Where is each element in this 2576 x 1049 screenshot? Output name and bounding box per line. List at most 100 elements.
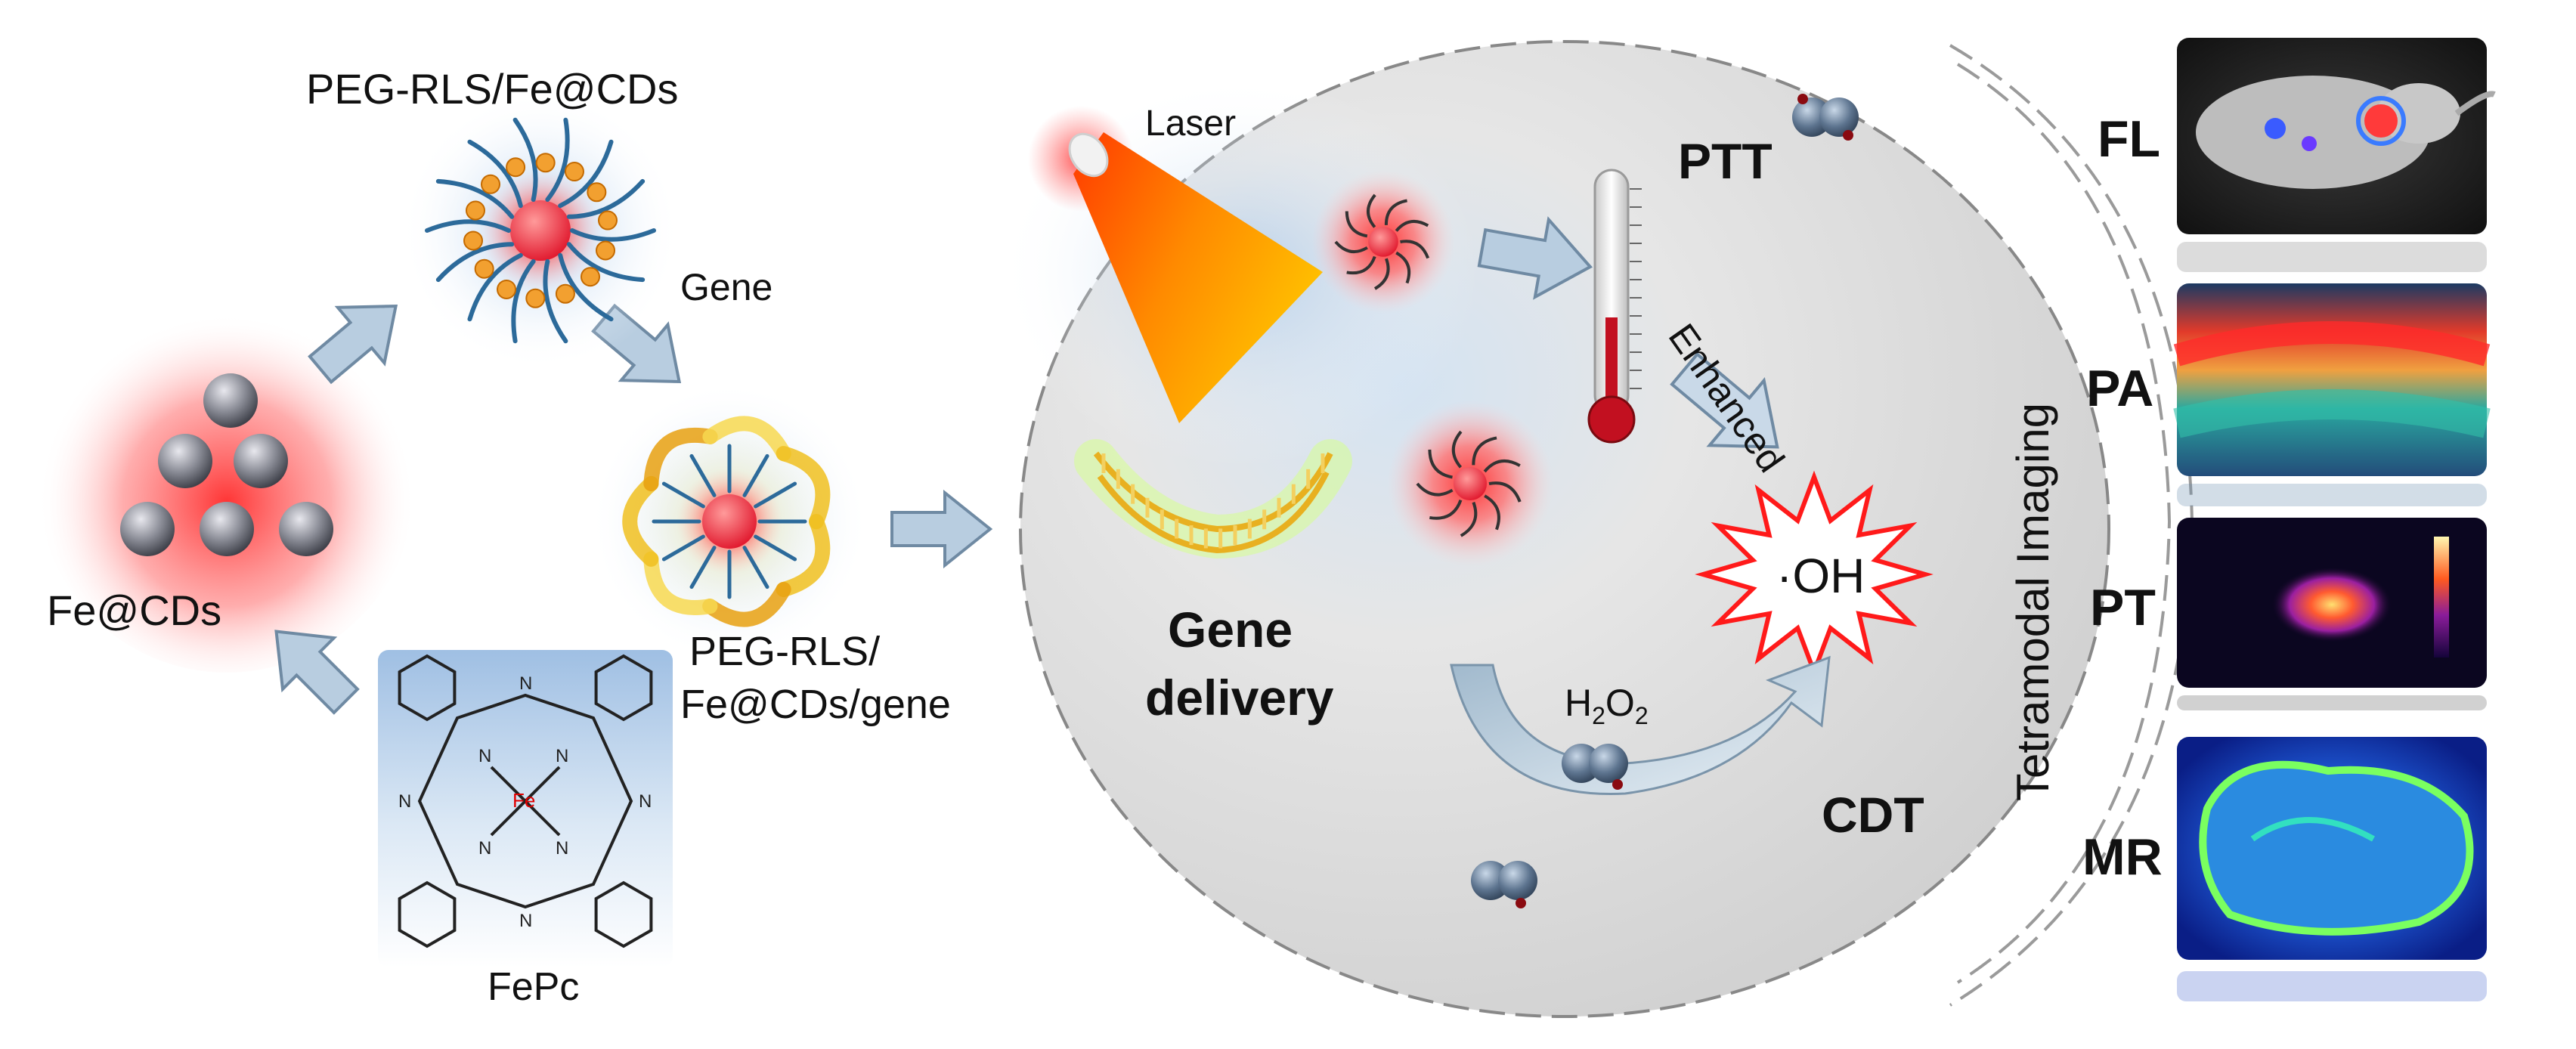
fe-cds-cluster bbox=[38, 295, 416, 673]
np-arm bbox=[1373, 258, 1390, 290]
np-arm bbox=[1400, 240, 1430, 259]
peg-chain bbox=[558, 139, 614, 209]
benzo-ring bbox=[398, 880, 457, 948]
macrocycle bbox=[417, 693, 633, 909]
fe-cd-ball bbox=[279, 502, 333, 556]
fe-cd-ball bbox=[234, 434, 288, 488]
h2o2-sub1: 2 bbox=[1592, 702, 1605, 729]
nitrogen-label: N bbox=[639, 791, 652, 812]
fe-dot bbox=[463, 231, 484, 251]
peg-rls-fe-cds-gene-particle bbox=[590, 382, 869, 661]
h2o2-sub2: 2 bbox=[1634, 702, 1649, 729]
fe-dot bbox=[497, 279, 517, 299]
np-arm bbox=[1428, 449, 1453, 479]
nitrogen-label: N bbox=[556, 746, 568, 766]
nanoparticle-near-laser bbox=[1311, 170, 1455, 314]
np-arm bbox=[1345, 211, 1368, 238]
label-oh: ·OH bbox=[1776, 549, 1865, 603]
peg-chain bbox=[742, 453, 769, 497]
peg-chain bbox=[661, 534, 705, 562]
label-h2o2: H2O2 bbox=[1565, 684, 1649, 728]
gene-ribbon bbox=[643, 427, 718, 492]
benzo-ring bbox=[594, 880, 653, 948]
peg-rls-fe-cds-particle bbox=[401, 91, 680, 370]
benzo-ring bbox=[594, 654, 653, 722]
fe-n-bond bbox=[490, 766, 527, 803]
fepc-fe-label: Fe bbox=[512, 789, 535, 812]
pt-image bbox=[2177, 518, 2487, 710]
np-arm bbox=[1384, 199, 1407, 225]
np-arm bbox=[1416, 482, 1454, 497]
fe-dot bbox=[564, 162, 584, 182]
label-tetramodal-imaging: Tetramodal Imaging bbox=[2008, 403, 2058, 801]
label-peg-rls-line1: PEG-RLS/ bbox=[689, 629, 881, 674]
label-fepc: FePc bbox=[488, 965, 580, 1009]
arrow-right-to-cell bbox=[890, 489, 993, 569]
peg-chain bbox=[566, 242, 646, 283]
fe-dot bbox=[474, 258, 494, 279]
dna-strand bbox=[1074, 439, 1352, 559]
label-cdt: CDT bbox=[1822, 787, 1924, 843]
h2o2-h: H bbox=[1565, 682, 1593, 724]
fe-cd-ball bbox=[158, 434, 212, 488]
label-fe-cds: Fe@CDs bbox=[47, 586, 222, 634]
peg-chain bbox=[512, 117, 538, 203]
peg-chain bbox=[435, 178, 515, 219]
label-gene: Gene bbox=[680, 266, 773, 308]
np-arm bbox=[1472, 436, 1497, 466]
modality-fl: FL bbox=[2098, 110, 2161, 168]
fe-cd-ball bbox=[200, 502, 254, 556]
arrow-up-right bbox=[308, 304, 398, 385]
fe-cd-ball bbox=[203, 373, 258, 428]
fe-dot bbox=[597, 210, 618, 231]
gene-ribbon bbox=[643, 551, 718, 615]
peg-chain bbox=[661, 481, 705, 509]
modality-mr: MR bbox=[2082, 828, 2163, 886]
np-arm bbox=[1451, 430, 1463, 469]
peg-chain bbox=[689, 546, 717, 589]
fe-n-bond bbox=[524, 800, 561, 837]
fe-n-bond bbox=[524, 766, 561, 803]
np-arm bbox=[1429, 499, 1463, 520]
peg-chain bbox=[566, 178, 646, 219]
peg-chain bbox=[689, 453, 717, 497]
pa-image bbox=[2173, 283, 2491, 506]
np-arm bbox=[1488, 481, 1522, 503]
np-core bbox=[1454, 467, 1487, 500]
peg-chain bbox=[425, 219, 511, 233]
fe-dot bbox=[506, 157, 526, 178]
peg-chain bbox=[435, 242, 515, 283]
nitrogen-label: N bbox=[519, 911, 532, 931]
np-arm bbox=[1484, 494, 1500, 531]
label-gene-delivery-1: Gene bbox=[1168, 602, 1293, 658]
label-gene-delivery-2: delivery bbox=[1145, 670, 1334, 726]
nitrogen-label: N bbox=[556, 838, 568, 859]
gene-ribbon bbox=[622, 475, 659, 567]
gene-ribbon bbox=[776, 446, 831, 530]
np-arm bbox=[1460, 501, 1478, 537]
thermometer-icon bbox=[1587, 169, 1642, 444]
nitrogen-label: N bbox=[398, 791, 411, 812]
peg-chain bbox=[545, 117, 570, 203]
fe-dot bbox=[596, 240, 616, 261]
fe-dot bbox=[580, 267, 600, 287]
nanoparticle-center bbox=[1387, 401, 1553, 567]
modality-pt: PT bbox=[2090, 579, 2156, 636]
fe-dot bbox=[525, 288, 546, 308]
mr-image bbox=[2177, 737, 2487, 1001]
np-arm bbox=[1483, 459, 1521, 473]
flow-arrows bbox=[274, 216, 1779, 715]
peg-chain bbox=[742, 546, 769, 589]
h2o2-o: O bbox=[1605, 682, 1635, 724]
peg-chain bbox=[754, 481, 797, 509]
imaging-panels bbox=[2173, 38, 2496, 1001]
label-peg-rls-line2: Fe@CDs/gene bbox=[680, 682, 951, 727]
peg-chain bbox=[558, 252, 614, 322]
peg-chain bbox=[467, 252, 523, 322]
np-arm bbox=[1367, 193, 1376, 228]
np-arm bbox=[1395, 219, 1429, 232]
fe-dot bbox=[465, 200, 485, 221]
np-arm bbox=[1395, 251, 1411, 284]
laser bbox=[1028, 106, 1323, 423]
